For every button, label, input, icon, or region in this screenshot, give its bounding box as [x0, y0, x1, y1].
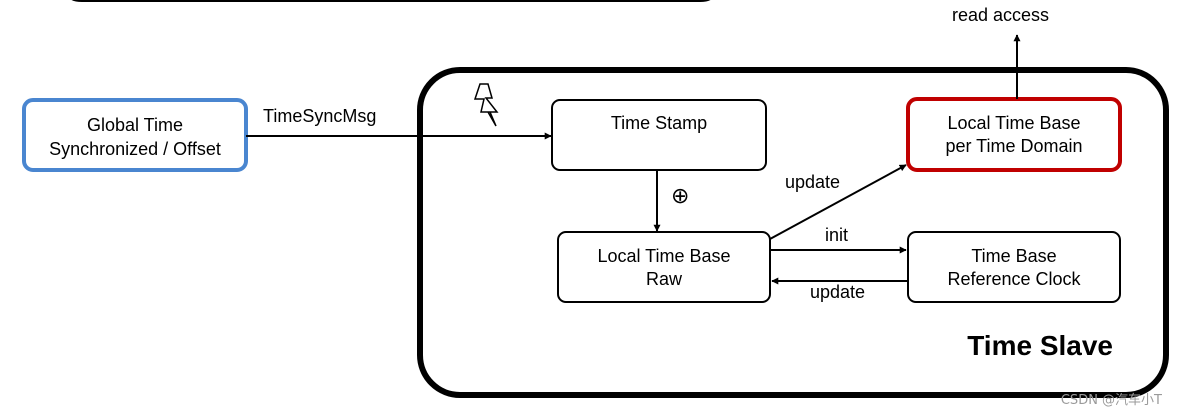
- update-from-clock-label: update: [810, 282, 865, 302]
- add-symbol: ⊕: [671, 183, 689, 208]
- time-slave-title: Time Slave: [967, 330, 1113, 361]
- reference-clock-node: [907, 231, 1121, 303]
- local-time-base-domain-line2: per Time Domain: [945, 136, 1082, 156]
- time-stamp-node: [551, 99, 767, 171]
- local-time-base-domain-line1: Local Time Base: [947, 113, 1080, 133]
- read-access-label: read access: [952, 5, 1049, 25]
- local-time-base-raw-node: [557, 231, 771, 303]
- global-time-label-line1: Global Time: [87, 115, 183, 135]
- local-time-base-domain-node: [906, 97, 1122, 172]
- local-time-base-raw-line2: Raw: [646, 269, 683, 289]
- reference-clock-line2: Reference Clock: [947, 269, 1081, 289]
- reference-clock-line1: Time Base: [971, 246, 1056, 266]
- watermark: CSDN @汽车小T: [1061, 392, 1162, 408]
- local-time-base-raw-line1: Local Time Base: [597, 246, 730, 266]
- update-to-domain-arrow: [769, 164, 907, 240]
- global-time-label-line2: Synchronized / Offset: [49, 139, 221, 159]
- timesyncmsg-label: TimeSyncMsg: [263, 106, 376, 126]
- time-slave-container: [417, 67, 1169, 398]
- init-label: init: [825, 225, 848, 245]
- global-time-node: [22, 98, 248, 172]
- lightning-icon: [473, 83, 499, 127]
- time-stamp-label: Time Stamp: [611, 113, 707, 133]
- update-to-domain-label: update: [785, 172, 840, 192]
